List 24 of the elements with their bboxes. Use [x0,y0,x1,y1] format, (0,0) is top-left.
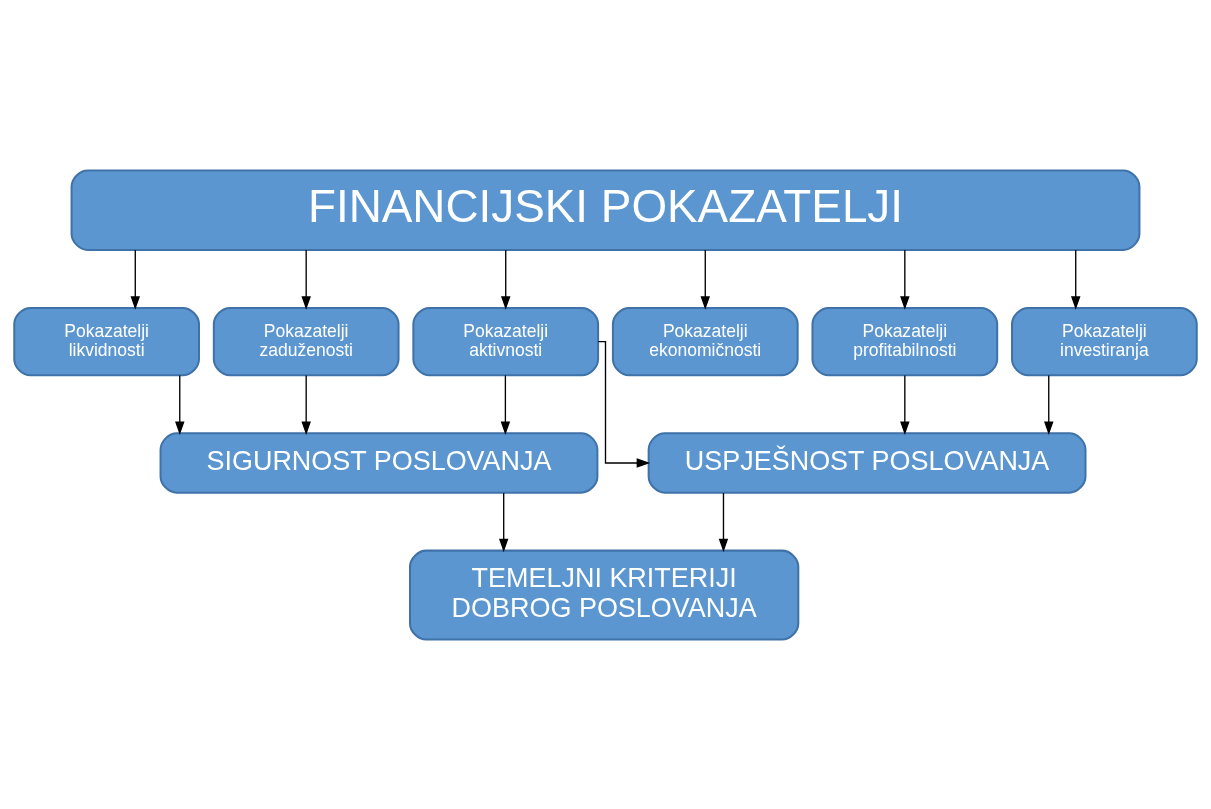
arrow [718,491,729,552]
arrow [301,248,311,310]
arrow [900,374,910,435]
node-box: Pokazatelji ekonomičnosti [611,306,799,376]
arrow [500,374,511,435]
arrow [1044,374,1054,435]
node-box: TEMELJNI KRITERIJI DOBROG POSLOVANJA [409,549,800,641]
node-box: FINANCIJSKI POKAZATELJI [70,168,1141,251]
arrow [501,248,511,310]
arrow [900,248,910,310]
arrow [1071,248,1081,310]
node-box: Pokazatelji aktivnosti [412,306,600,376]
node-box: Pokazatelji profitabilnosti [811,306,999,376]
arrow [175,374,185,435]
arrow [130,248,140,310]
node-box: SIGURNOST POSLOVANJA [159,431,599,494]
arrow [498,491,509,552]
node-box: Pokazatelji likvidnosti [13,306,200,376]
node-box: Pokazatelji zaduženosti [212,306,400,376]
arrow [597,340,651,468]
arrow [301,374,311,435]
arrow [700,248,710,310]
node-box: Pokazatelji investiranja [1011,306,1198,376]
node-box: USPJEŠNOST POSLOVANJA [647,431,1087,494]
